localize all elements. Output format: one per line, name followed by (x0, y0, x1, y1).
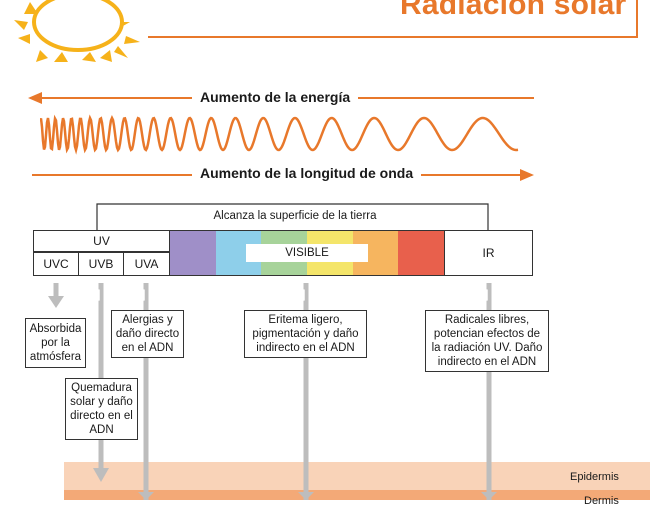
uva-label: UVA (134, 257, 159, 271)
uva-effect-box: Alergias y daño directo en el ADN (111, 310, 184, 358)
ir-arrowhead (481, 492, 497, 500)
visible-stripe (170, 231, 216, 275)
visible-effect-box: Eritema ligero, pigmentación y daño indi… (244, 310, 367, 358)
wave-graphic (40, 114, 519, 155)
uvc-effect-text: Absorbida por la atmósfera (29, 323, 82, 363)
uva-effect-text: Alergias y daño directo en el ADN (115, 314, 180, 354)
epidermis-label: Epidermis (570, 471, 619, 483)
surface-bracket (96, 203, 489, 230)
uvb-arrowhead (93, 468, 109, 482)
uva-arrowhead (138, 492, 154, 500)
ir-effect-box: Radicales libres, potencian efectos de l… (425, 310, 549, 372)
sun-icon (14, 0, 140, 62)
uvc-label: UVC (43, 257, 69, 271)
visible-effect-text: Eritema ligero, pigmentación y daño indi… (252, 314, 359, 354)
ir-effect-text: Radicales libres, potencian efectos de l… (431, 314, 543, 368)
uvc-cell: UVC (33, 252, 79, 276)
visible-band (169, 230, 445, 276)
uva-cell: UVA (123, 252, 170, 276)
uvb-label: UVB (88, 257, 114, 271)
ir-cell: IR (444, 230, 533, 276)
uv-label: UV (93, 234, 110, 248)
uvb-cell: UVB (78, 252, 124, 276)
dermis-layer (64, 490, 650, 500)
page-title: Radiación solar (400, 0, 627, 21)
visible-stripe (398, 231, 445, 275)
surface-label: Alcanza la superficie de la tierra (213, 210, 377, 222)
uvb-effect-box: Quemadura solar y daño directo en el ADN (65, 378, 138, 440)
wavelength-label: Aumento de la longitud de onda (192, 165, 422, 181)
wave-line (40, 114, 519, 155)
uvc-arrowhead (48, 296, 64, 308)
ir-label: IR (482, 246, 495, 260)
energy-label: Aumento de la energía (192, 89, 359, 105)
uv-header-cell: UV (33, 230, 170, 252)
uvb-effect-text: Quemadura solar y daño directo en el ADN (70, 382, 133, 436)
title-frame (148, 0, 638, 38)
visible-label: VISIBLE (246, 244, 368, 262)
uvc-effect-box: Absorbida por la atmósfera (25, 318, 86, 368)
visible-arrowhead (298, 492, 314, 500)
epidermis-layer (64, 462, 650, 490)
